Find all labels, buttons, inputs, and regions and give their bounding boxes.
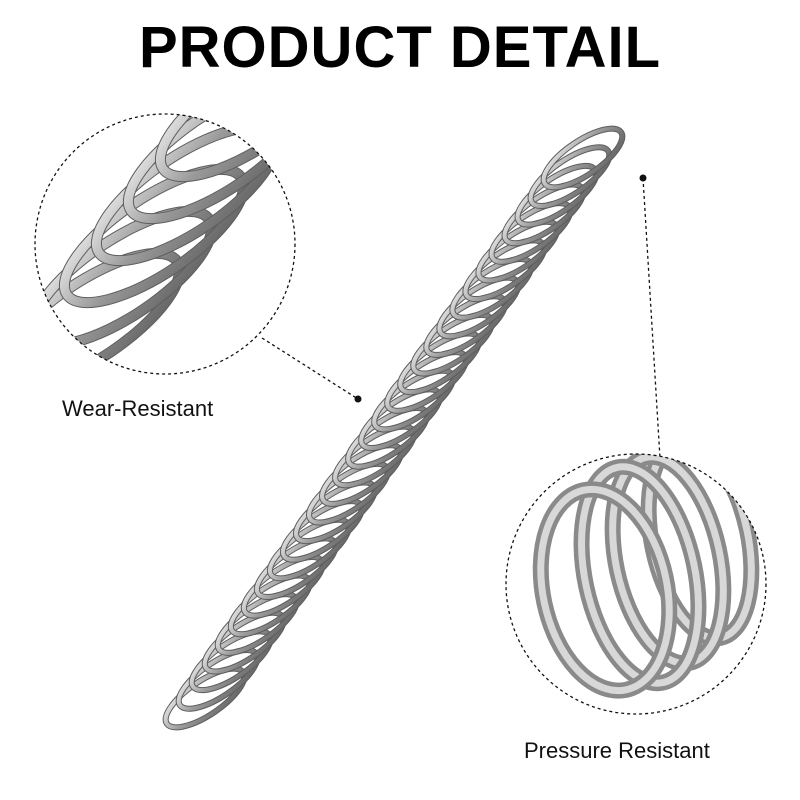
leader-dot-wear — [354, 395, 362, 403]
spring-end-coil-highlight — [578, 463, 702, 687]
page-title: PRODUCT DETAIL — [138, 15, 661, 80]
zoom-circle-wear — [34, 113, 296, 375]
leader-dot-pressure — [639, 174, 647, 182]
spring-coil-highlight — [123, 114, 295, 224]
compression-spring — [162, 125, 626, 731]
pressure-resistant-label: Pressure Resistant — [524, 738, 710, 763]
wear-resistant-label: Wear-Resistant — [62, 396, 214, 421]
leader-line-pressure — [642, 177, 661, 459]
spring-coil-highlight — [528, 145, 612, 208]
spring-coil-highlight — [541, 126, 625, 190]
spring-end-coil-highlight — [537, 485, 673, 695]
zoom-circle-pressure — [505, 453, 767, 715]
leader-line-wear — [261, 337, 359, 400]
